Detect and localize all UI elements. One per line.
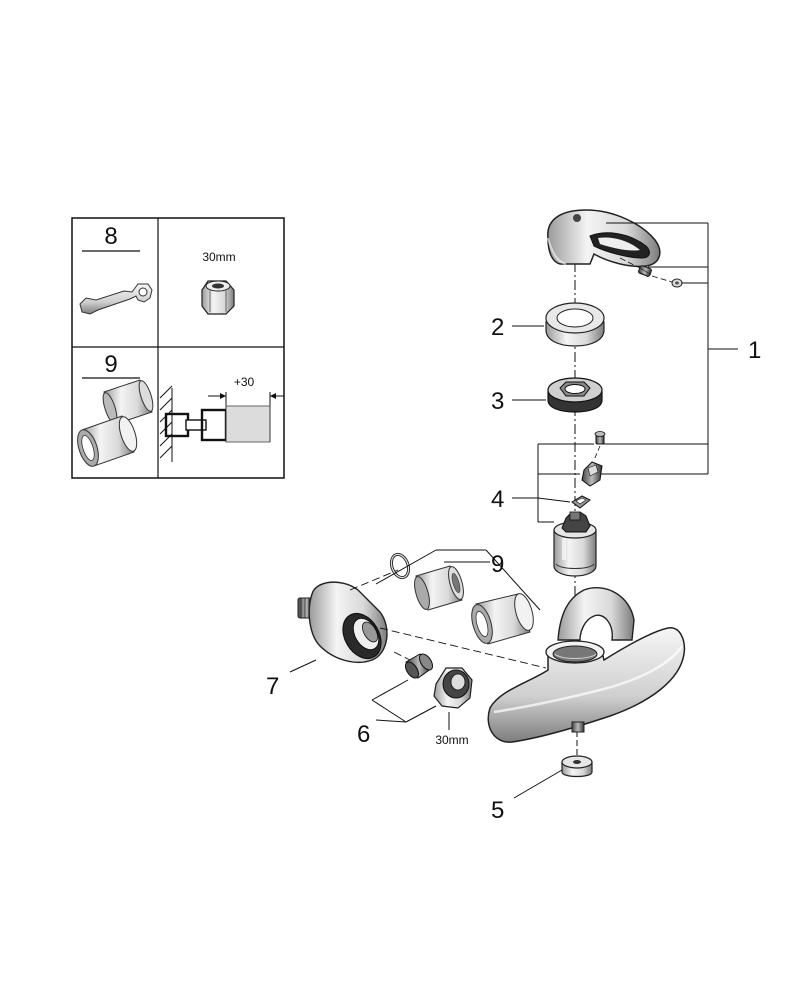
table-cell-9: 9: [77, 351, 154, 467]
extension-label: +30: [234, 375, 255, 389]
table-number-8: 8: [104, 223, 117, 250]
cap-axis: [651, 275, 673, 283]
mixer-body: [487, 587, 686, 743]
nut-size-callout: 30mm: [435, 733, 468, 747]
callout-2: 2: [491, 314, 504, 341]
extension-sleeve-icon: [77, 379, 154, 467]
callout-7-leader: [289, 659, 317, 673]
callout-7: 7: [266, 673, 279, 700]
callout-1-bracket: [598, 222, 738, 475]
screw-cap: [671, 278, 683, 288]
lever-handle: [547, 209, 661, 268]
table-cell-8: 8: [79, 223, 153, 315]
callout-5: 5: [491, 797, 504, 824]
callout-6-bracket: [371, 679, 437, 723]
lever-adapter: [581, 461, 603, 487]
table-cell-9-wall: +30: [159, 375, 284, 462]
wrench-icon: [79, 283, 153, 315]
callout-4: 4: [491, 486, 504, 513]
cartridge: [553, 511, 597, 577]
callout-4-bracket: [512, 443, 594, 523]
nut-size-label: 30mm: [202, 250, 235, 264]
table-cell-8-nut: 30mm: [201, 250, 236, 315]
callout-6: 6: [357, 721, 370, 748]
adapter-clip: [571, 495, 591, 509]
callout-5-leader: [513, 769, 563, 799]
hex-nut-icon: [201, 280, 235, 315]
screw-axis: [619, 257, 641, 269]
extension-sleeve-small: [414, 565, 464, 611]
o-ring: [389, 552, 411, 580]
reference-table: 8 30mm 9: [71, 217, 285, 479]
cartridge-screw: [594, 431, 606, 445]
callout-9-bracket: [375, 549, 541, 611]
escutcheon-ring: [545, 302, 605, 347]
union-nut: [433, 667, 473, 709]
cartridge-nut: [547, 377, 603, 413]
callout-3: 3: [491, 388, 504, 415]
callout-1: 1: [748, 337, 761, 364]
set-screw: [637, 265, 652, 278]
extension-sleeve-large: [471, 593, 534, 645]
outlet-nut: [561, 755, 593, 778]
table-border: [71, 217, 285, 479]
callout-9: 9: [491, 551, 504, 578]
connector-nipple: [404, 653, 434, 679]
table-number-9: 9: [104, 351, 117, 378]
screw-axis-2: [593, 445, 601, 461]
s-union: [297, 581, 388, 664]
wall-extension-icon: [159, 385, 284, 462]
flange-axes: [349, 569, 547, 669]
